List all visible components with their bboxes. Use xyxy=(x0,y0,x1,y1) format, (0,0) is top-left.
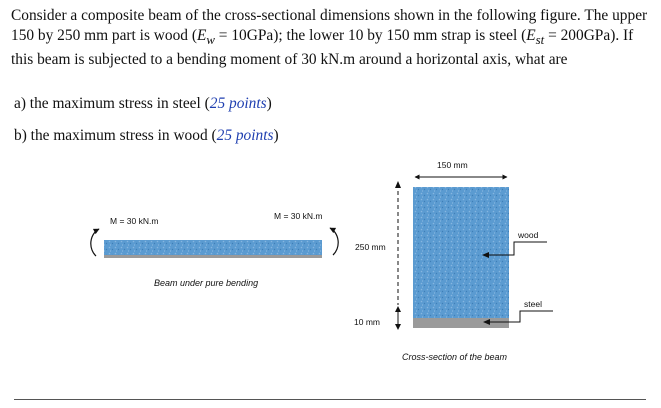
beam-wood-layer xyxy=(104,240,322,255)
composite-beam-figure: M = 30 kN.m M = 30 kN.m Beam under pure … xyxy=(90,160,553,362)
moment-arrow-right xyxy=(329,227,339,256)
steel-leader-arrow xyxy=(483,319,490,325)
problem-text-part-2: = 10GPa); the lower 10 by 150 mm strap i… xyxy=(214,27,527,44)
beam-caption: Beam under pure bending xyxy=(154,278,258,288)
steel-label: steel xyxy=(524,299,542,309)
wood-leader-line xyxy=(483,241,547,256)
width-dimension-label: 150 mm xyxy=(437,160,468,170)
strap-dimension-arrow-bottom xyxy=(395,324,401,330)
wood-label: wood xyxy=(517,230,539,240)
wood-leader-arrow xyxy=(482,252,489,258)
moment-arrow-left xyxy=(90,228,100,257)
ew-symbol: E xyxy=(196,27,207,44)
est-subscript: st xyxy=(535,33,545,48)
beam-side-view: M = 30 kN.m M = 30 kN.m Beam under pure … xyxy=(90,211,339,288)
moment-label-right: M = 30 kN.m xyxy=(274,211,322,221)
question-a-close: ) xyxy=(266,95,272,112)
bottom-divider xyxy=(14,399,646,400)
strap-dimension-label: 10 mm xyxy=(354,317,380,327)
section-wood-part xyxy=(413,187,509,318)
section-steel-strap xyxy=(413,318,509,328)
height-dimension-arrow-top xyxy=(395,181,401,188)
beam-cross-section: 150 mm 250 mm 10 mm wood steel Cross-sec… xyxy=(354,160,553,362)
problem-text-part-3: = 200GPa). If this beam is subjected to … xyxy=(11,27,634,69)
beam-steel-layer xyxy=(104,255,322,258)
moment-label-left: M = 30 kN.m xyxy=(110,216,158,226)
ew-subscript: w xyxy=(206,33,215,48)
question-b-close: ) xyxy=(273,127,279,144)
question-b-points: 25 points xyxy=(216,127,274,144)
question-a-points: 25 points xyxy=(209,95,267,112)
height-dimension-label: 250 mm xyxy=(355,242,386,252)
section-caption: Cross-section of the beam xyxy=(402,352,508,362)
question-b: b) the maximum stress in wood (25 points… xyxy=(14,127,279,145)
strap-dimension-arrow-top xyxy=(395,306,401,312)
question-a: a) the maximum stress in steel (25 point… xyxy=(14,95,272,113)
problem-statement: Consider a composite beam of the cross-s… xyxy=(11,6,651,70)
est-symbol: E xyxy=(526,27,536,44)
problem-text-part-1: Consider a composite beam of the cross-s… xyxy=(11,7,648,44)
question-b-text: b) the maximum stress in wood ( xyxy=(14,127,217,144)
steel-leader-line xyxy=(484,310,553,323)
question-a-text: a) the maximum stress in steel ( xyxy=(14,95,210,112)
